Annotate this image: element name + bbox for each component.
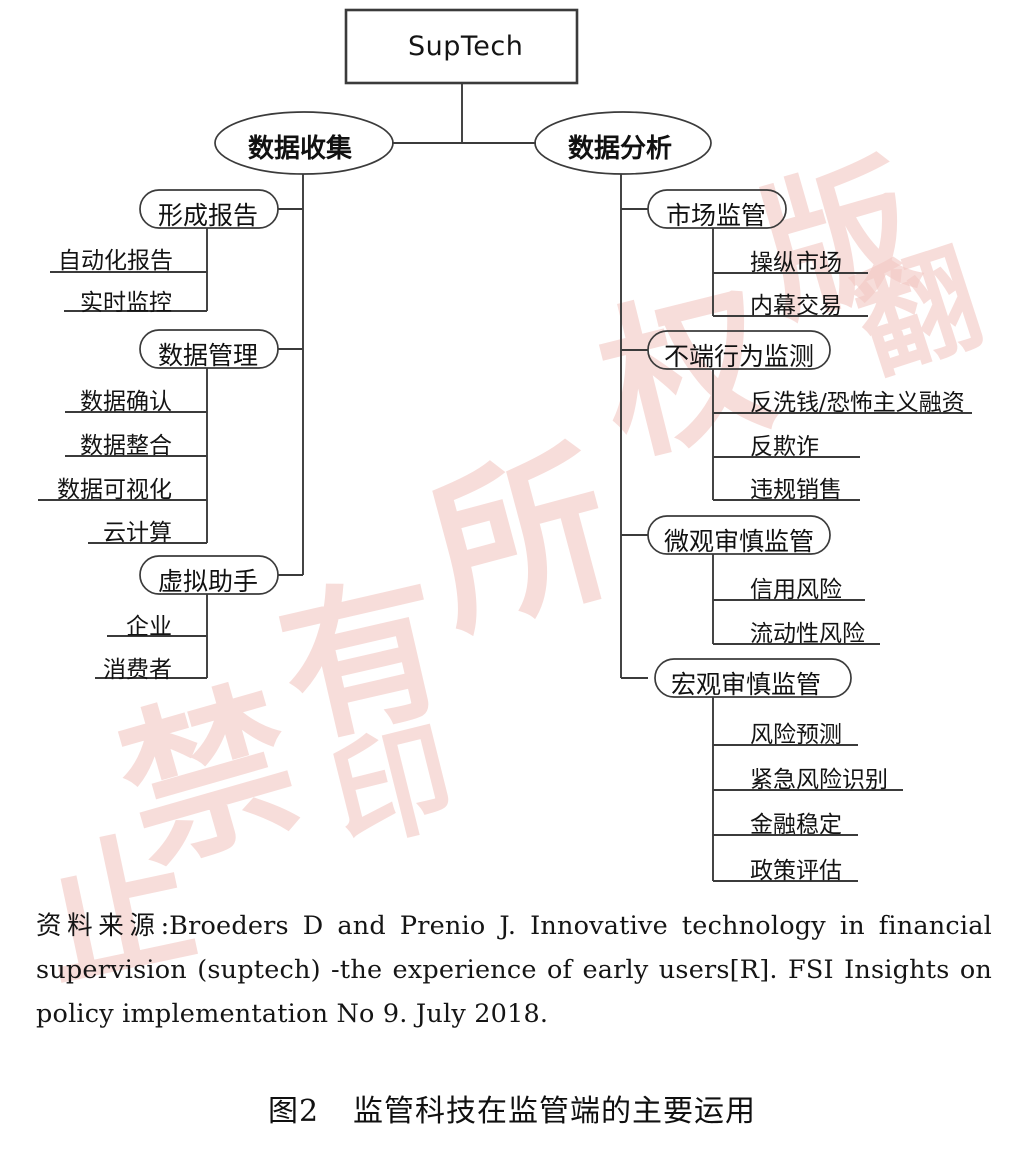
node-micro-prudential-rr [647, 515, 831, 555]
node-misconduct-rr [647, 330, 831, 370]
node-market-supervision-rr [647, 189, 787, 229]
node-suptech-box [344, 8, 579, 85]
node-data-management-rr [139, 329, 279, 369]
tree-diagram [38, 8, 972, 882]
figure-caption: 图2 监管科技在监管端的主要运用 [0, 1086, 1024, 1130]
figure-title: 监管科技在监管端的主要运用 [353, 1094, 757, 1129]
node-form-report-rr [139, 189, 279, 229]
source-note: 资料来源:Broeders D and Prenio J. Innovative… [36, 904, 992, 1036]
node-macro-prudential-rr [654, 658, 852, 698]
node-data-collection-ellipse [214, 111, 394, 175]
source-text: Broeders D and Prenio J. Innovative tech… [36, 911, 992, 1029]
source-prefix: 资料来源: [36, 911, 170, 941]
figure-number: 图2 [267, 1094, 320, 1129]
node-data-analysis-ellipse [534, 111, 712, 175]
node-virtual-assistant-rr [139, 555, 279, 595]
